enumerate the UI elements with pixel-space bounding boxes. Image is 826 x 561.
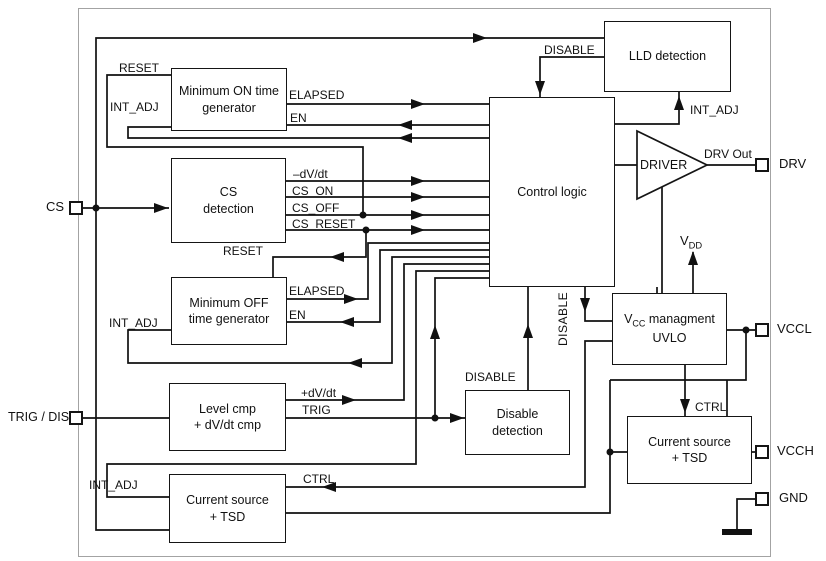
junction-dot — [362, 226, 370, 234]
label-ctrl-right: CTRL — [695, 400, 727, 414]
label-neg-dvdt: –dV/dt — [293, 167, 328, 181]
ground-icon — [722, 529, 752, 535]
pin-trig-dis — [69, 411, 83, 425]
junction-dot — [359, 211, 367, 219]
arrow-right-icon — [344, 294, 358, 304]
pin-label-cs: CS — [46, 199, 65, 214]
arrow-left-icon — [348, 358, 362, 368]
arrow-left-icon — [398, 120, 412, 130]
label-reset-off: RESET — [223, 244, 264, 258]
pin-label-vccl: VCCL — [777, 321, 812, 336]
arrow-up-icon — [688, 251, 698, 265]
wire-disable-down — [584, 287, 612, 322]
junction-dot — [431, 414, 439, 422]
wire-int-adj-off — [127, 256, 489, 364]
arrow-right-icon — [411, 210, 425, 220]
label-int-adj-off: INT_ADJ — [109, 316, 158, 330]
label-reset-on: RESET — [119, 61, 160, 75]
pin-vcch — [755, 445, 769, 459]
pin-vccl — [755, 323, 769, 337]
block-level-cmp: Level cmp + dV/dt cmp — [169, 383, 286, 451]
label-int-adj-on: INT_ADJ — [110, 100, 159, 114]
wire-ctrl-branch — [286, 340, 612, 488]
label-en-on: EN — [290, 111, 307, 125]
arrow-right-icon — [342, 395, 356, 405]
label-cs-off: CS_OFF — [292, 201, 340, 215]
arrow-down-icon — [580, 298, 590, 312]
arrow-right-icon — [411, 192, 425, 202]
arrow-right-icon — [411, 176, 425, 186]
label-elapsed-on: ELAPSED — [289, 88, 345, 102]
wire-int-adj-cs — [106, 270, 489, 498]
label-cs-on: CS_ON — [292, 184, 334, 198]
pin-label-gnd: GND — [779, 490, 808, 505]
arrow-left-icon — [322, 482, 336, 492]
block-minimum-on-time-generator: Minimum ON time generator — [171, 68, 287, 131]
wire-rail-drop-left — [286, 380, 611, 514]
block-lld-detection: LLD detection — [604, 21, 731, 92]
label-disable-vertical: DISABLE — [556, 291, 570, 346]
wire-int-adj-lld — [615, 92, 680, 125]
wire-trig-up — [434, 277, 489, 418]
arrow-down-icon — [680, 399, 690, 413]
block-control-logic: Control logic — [489, 97, 615, 287]
wire-int-adj-on — [127, 126, 489, 139]
label-trig: TRIG — [302, 403, 331, 417]
arrow-left-icon — [398, 133, 412, 143]
wire-cs-top-rail — [95, 37, 604, 208]
label-drv-out: DRV Out — [704, 147, 752, 161]
wire-elapsed-off — [287, 242, 489, 300]
arrow-down-icon — [535, 81, 545, 95]
arrow-right-icon — [473, 33, 487, 43]
label-disable-top: DISABLE — [544, 43, 595, 57]
pin-label-vcch: VCCH — [777, 443, 814, 458]
arrow-right-icon — [411, 99, 425, 109]
wire-cs-bottom-rail — [95, 208, 169, 531]
arrow-right-icon — [450, 413, 464, 423]
pin-label-trig-dis: TRIG / DIS — [8, 410, 70, 424]
junction-dot — [92, 204, 100, 212]
wire-en-off — [287, 249, 489, 323]
pin-gnd — [755, 492, 769, 506]
junction-dot — [742, 326, 750, 334]
wire-reset-min-off — [272, 230, 367, 277]
arrow-left-icon — [340, 317, 354, 327]
block-minimum-off-time-generator: Minimum OFF time generator — [171, 277, 287, 345]
wire-vccl-rail — [610, 330, 747, 381]
label-cs-reset: CS_RESET — [292, 217, 356, 231]
wire-reset-min-on — [106, 74, 364, 215]
pin-drv — [755, 158, 769, 172]
arrow-up-icon — [523, 324, 533, 338]
junction-dot — [606, 448, 614, 456]
pin-cs — [69, 201, 83, 215]
label-ctrl-left: CTRL — [303, 472, 335, 486]
label-int-adj-lld: INT_ADJ — [690, 103, 739, 117]
wire-disable-lld — [539, 56, 604, 97]
label-vdd: VDD — [680, 233, 703, 251]
arrow-right-icon — [411, 225, 425, 235]
label-pos-dvdt: +dV/dt — [301, 386, 337, 400]
arrow-right-icon — [154, 203, 168, 213]
diagram-frame — [78, 8, 771, 557]
label-int-adj-cs: INT_ADJ — [89, 478, 138, 492]
pin-label-drv: DRV — [779, 156, 807, 171]
arrow-up-icon — [674, 96, 684, 110]
block-cs-detection: CS detection — [171, 158, 286, 243]
driver-triangle — [636, 129, 709, 201]
block-disable-detection: Disable detection — [465, 390, 570, 455]
label-elapsed-off: ELAPSED — [289, 284, 345, 298]
arrow-up-icon — [430, 325, 440, 339]
block-current-source-left: Current source + TSD — [169, 474, 286, 543]
label-en-off: EN — [289, 308, 306, 322]
wire-gnd — [736, 498, 757, 529]
block-current-source-right: Current source + TSD — [627, 416, 752, 484]
arrow-left-icon — [330, 252, 344, 262]
label-disable-mid: DISABLE — [465, 370, 516, 384]
driver-label: DRIVER — [640, 158, 688, 172]
